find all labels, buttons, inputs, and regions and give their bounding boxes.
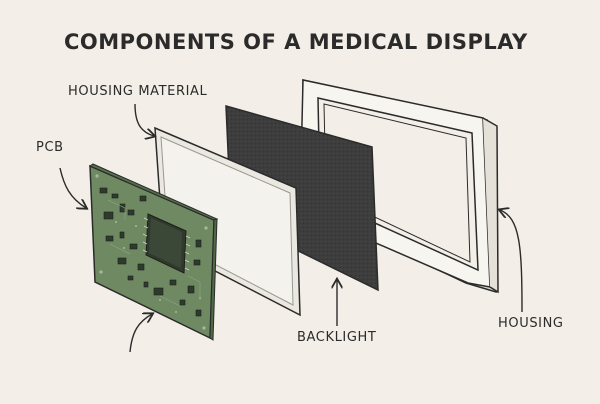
pcb-board: [88, 163, 219, 341]
label-backlight: BACKLIGHT: [297, 330, 377, 345]
pcb-bottom-arrow: [129, 314, 152, 353]
housing-arrow: [500, 210, 523, 313]
label-housing: HOUSING: [498, 316, 564, 331]
housing-frame: [299, 79, 499, 294]
pcb-arrow: [59, 167, 86, 208]
leader-lines: [59, 103, 523, 353]
diagram-title: COMPONENTS OF A MEDICAL DISPLAY: [64, 30, 528, 54]
label-pcb: PCB: [36, 140, 64, 155]
housing-material-arrow: [134, 103, 154, 136]
label-housing-material: HOUSING MATERIAL: [68, 84, 208, 99]
